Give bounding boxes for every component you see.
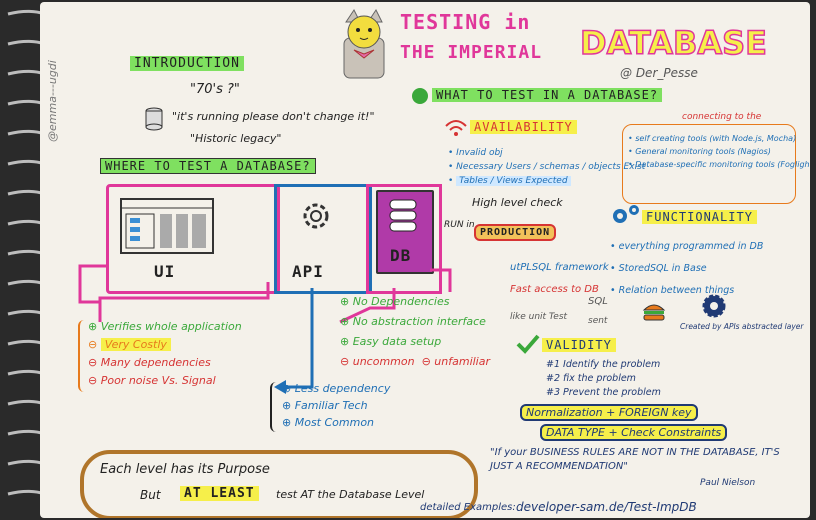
burger-icon — [642, 304, 666, 321]
api-label: API — [292, 262, 324, 281]
like-unit-label: like unit Test — [510, 312, 568, 322]
connecting-list: • self creating tools (with Node.js, Moc… — [628, 132, 810, 171]
list-item: • everything programmed in DB — [610, 241, 764, 252]
database-icon — [145, 107, 163, 131]
flow-arrows — [78, 264, 452, 394]
availability-heading: AVAILABILITY — [470, 120, 577, 134]
api-box — [274, 184, 372, 294]
examples-url[interactable]: developer-sam.de/Test-ImpDB — [516, 500, 697, 514]
connecting-label: connecting to the — [680, 112, 764, 122]
sketchnote-page: TESTING in THE IMPERIAL DATABASE @ Der_P… — [40, 2, 810, 518]
ui-label: UI — [154, 262, 176, 281]
intro-quote-running: "it's running please don't change it!" — [172, 110, 375, 123]
purpose-but: But — [140, 488, 161, 502]
functionality-heading: FUNCTIONALITY — [642, 210, 757, 224]
title-line2: THE IMPERIAL — [400, 42, 543, 63]
run-in-label: RUN in — [444, 220, 475, 230]
production-badge: PRODUCTION — [474, 224, 557, 241]
db-purple-panel — [376, 190, 434, 274]
list-item: ⊖ Many dependencies — [88, 356, 211, 369]
section-2-badge — [412, 88, 428, 104]
list-item: • Database-specific monitoring tools (Fo… — [628, 160, 810, 169]
list-item: ⊖ Poor noise Vs. Signal — [88, 374, 216, 387]
purpose-line2-end: test AT the Database Level — [276, 488, 425, 501]
purpose-banner — [80, 450, 478, 518]
list-item: • StoredSQL in Base — [610, 263, 707, 274]
list-item: • self creating tools (with Node.js, Moc… — [628, 134, 797, 143]
api-brace — [270, 382, 280, 432]
db-stack-icon — [389, 199, 417, 232]
list-item: #2 fix the problem — [546, 373, 636, 384]
check-icon — [516, 334, 540, 354]
list-item: ⊕ No abstraction interface — [340, 315, 486, 328]
normalization-box: Normalization + FOREIGN key — [520, 404, 698, 421]
cat-mascot — [343, 9, 385, 79]
sql-label: SQL — [588, 296, 608, 307]
list-item: ⊕ Most Common — [282, 416, 375, 429]
list-item: • Invalid obj — [448, 148, 503, 158]
title-line1: TESTING in — [400, 10, 531, 34]
created-by-label: Created by APIs abstracted layer — [680, 322, 804, 331]
intro-quote-legacy: "Historic legacy" — [190, 132, 282, 145]
list-item: ⊖ uncommon ⊖ unfamiliar — [340, 355, 491, 368]
gears-icon — [613, 205, 639, 223]
examples-label: detailed Examples: — [420, 502, 516, 513]
wifi-icon — [445, 120, 467, 136]
list-item: • Tables / Views Expected — [448, 174, 645, 188]
functionality-list: • everything programmed in DB • StoredSQ… — [610, 236, 763, 302]
high-level-check: High level check — [472, 196, 563, 209]
list-item: • Relation between things — [610, 285, 735, 296]
list-item: ⊕ Familiar Tech — [282, 399, 368, 412]
availability-list: • Invalid obj • Necessary Users / schema… — [448, 146, 645, 188]
purpose-line1: Each level has its Purpose — [100, 462, 270, 477]
what-heading: WHAT TO TEST IN A DATABASE? — [432, 88, 663, 102]
quote-text: "If your BUSINESS RULES ARE NOT IN THE D… — [490, 447, 780, 472]
api-pros: ⊕ Less dependency ⊕ Familiar Tech ⊕ Most… — [282, 380, 390, 431]
list-item: ⊕ Verifies whole application — [88, 320, 242, 333]
sent-label: sent — [588, 316, 608, 326]
db-pros-cons: ⊕ No Dependencies ⊕ No abstraction inter… — [340, 292, 490, 372]
list-item: ⊕ Less dependency — [282, 382, 391, 395]
validity-list: #1 Identify the problem #2 fix the probl… — [546, 358, 661, 400]
list-item: • Necessary Users / schemas / objects Ex… — [448, 162, 646, 172]
gear-icon — [303, 203, 329, 229]
list-item: ⊕ No Dependencies — [340, 295, 450, 308]
list-item: ⊕ Easy data setup — [340, 335, 442, 348]
list-item: ⊖ Very Costly — [88, 336, 242, 354]
api-gear-icon — [702, 294, 726, 318]
db-box — [366, 184, 442, 294]
title-database: DATABASE — [579, 23, 768, 63]
list-item: • General monitoring tools (Nagios) — [628, 147, 771, 156]
validity-heading: VALIDITY — [542, 338, 616, 352]
datatype-box: DATA TYPE + Check Constraints — [540, 424, 728, 441]
where-heading: WHERE TO TEST A DATABASE? — [100, 158, 316, 174]
ui-pros-cons: ⊕ Verifies whole application ⊖ Very Cost… — [88, 318, 242, 390]
ui-window-icon — [120, 198, 214, 254]
purpose-at-least: AT LEAST — [180, 486, 259, 501]
connecting-box — [622, 124, 796, 204]
db-label: DB — [390, 246, 412, 265]
list-item: #1 Identify the problem — [546, 359, 661, 370]
fast-access-label: Fast access to DB — [510, 284, 599, 295]
author-handle: @ Der_Pesse — [620, 66, 698, 80]
quote-author: Paul Nielson — [700, 478, 756, 488]
intro-quote-70s: "70's ?" — [190, 82, 240, 97]
list-item: #3 Prevent the problem — [546, 387, 661, 398]
ui-brace — [78, 320, 88, 392]
ui-box — [106, 184, 280, 294]
intro-heading: INTRODUCTION — [130, 56, 244, 71]
utplsql-label: utPLSQL framework — [510, 262, 609, 273]
